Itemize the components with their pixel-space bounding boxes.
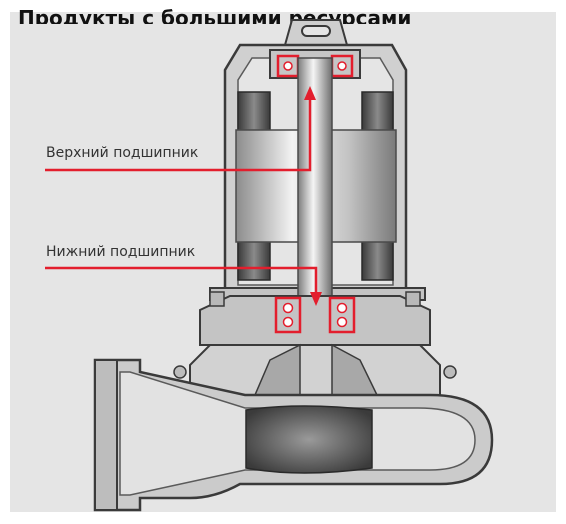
callout-upper-line [45,86,316,172]
inlet-flange [94,359,118,511]
lower-bearing-housing [199,291,431,346]
callout-lower-line [45,266,322,306]
lower-bearing-left [274,296,302,334]
lifting-eye [283,19,349,46]
impeller [245,405,373,474]
upper-bearing-label: Верхний подшипник [46,145,199,161]
lower-bearing-label: Нижний подшипник [46,244,196,260]
lower-bearing-right [328,296,356,334]
